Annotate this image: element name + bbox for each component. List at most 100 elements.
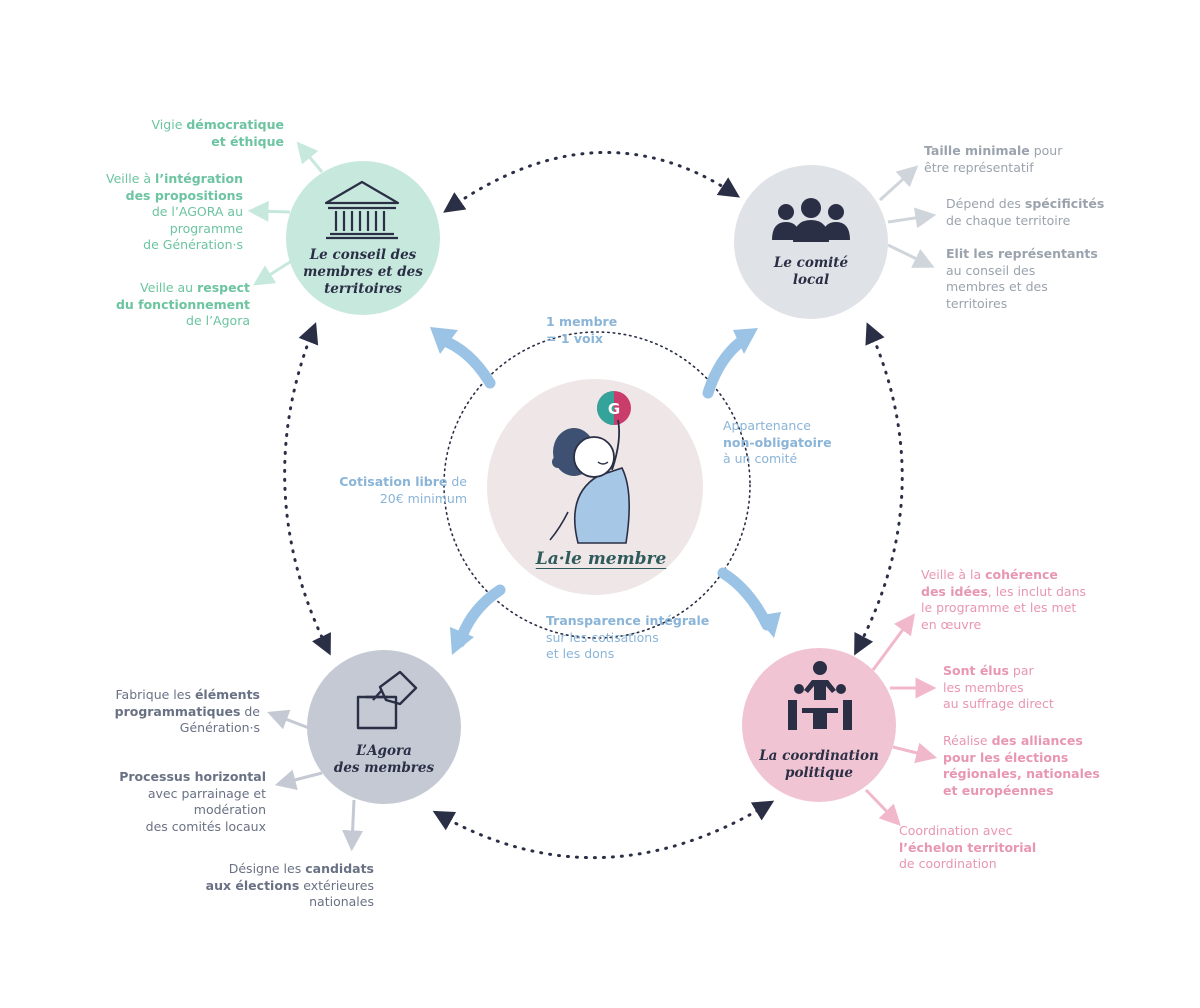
note-text-bold: non-obligatoire — [723, 434, 832, 450]
note-text: territoires — [946, 295, 1008, 311]
note-text-bold: candidats — [305, 861, 374, 876]
note-text: Dépend des — [946, 196, 1025, 211]
note-text-bold: Sont élus — [943, 663, 1009, 678]
note-text-bold: pour les élections — [943, 749, 1069, 765]
note-text-bold: démocratique — [186, 117, 284, 132]
note-text-bold: Cotisation libre — [339, 474, 448, 489]
note-text: le programme et les met — [921, 600, 1077, 615]
connector-agora-coordination — [432, 800, 775, 860]
note-text-bold: Transparence intégrale — [546, 613, 710, 628]
connector-conseil-agora — [283, 322, 331, 656]
agora-note-processus: Processus horizontal avec parrainage et … — [90, 769, 266, 835]
outer-connectors — [283, 151, 904, 860]
people-icon — [772, 198, 850, 242]
note-text: sur les cotisations — [546, 629, 659, 645]
note-text: Coordination avec — [899, 823, 1013, 838]
membre-note-vote: 1 membre = 1 voix — [546, 314, 666, 347]
connector-conseil-comite — [443, 151, 741, 213]
note-text: Veille à — [106, 171, 156, 186]
note-text: Fabrique les — [115, 687, 195, 702]
note-text-bold: programmatiques — [114, 703, 241, 719]
conseil-title: Le conseil des membres et des territoire… — [296, 247, 430, 298]
blue-arrow-conseil — [436, 334, 496, 389]
badge-letter: G — [608, 400, 620, 418]
note-text: nationales — [309, 894, 374, 909]
note-text-bold: régionales, nationales — [943, 766, 1100, 781]
note-text-bold: Processus horizontal — [119, 769, 266, 784]
note-text: Appartenance — [723, 418, 811, 433]
note-text: de — [447, 474, 467, 489]
note-text: par — [1008, 663, 1034, 678]
note-text-bold: l’échelon territorial — [899, 839, 1037, 855]
agora-note-designe: Désigne les candidats aux élections exté… — [170, 861, 374, 911]
note-text-bold: spécificités — [1024, 196, 1105, 211]
agora-title-line: des membres — [333, 760, 435, 776]
comite-note-elit: Elit les représentants au conseil des me… — [946, 246, 1146, 312]
coordination-note-alliances: Réalise des alliances pour les élections… — [943, 733, 1163, 799]
note-text: de chaque territoire — [946, 212, 1071, 228]
note-text: en œuvre — [921, 616, 982, 632]
note-text: de coordination — [899, 856, 997, 871]
note-text-bold: l’intégration — [155, 171, 243, 186]
membre-note-appartenance: Appartenance non-obligatoire à un comité — [723, 418, 863, 468]
membre-note-cotisation: Cotisation libre de 20€ minimum — [327, 474, 467, 507]
note-text: de — [240, 703, 260, 719]
blue-arrowhead-coordination — [756, 612, 781, 638]
note-text: Vigie — [151, 117, 187, 132]
note-text: Veille au — [140, 280, 198, 295]
comite-arrows — [878, 165, 937, 268]
agora-title: L’Agora des membres — [317, 743, 451, 777]
note-text-bold: respect — [197, 280, 250, 295]
note-text: Réalise — [943, 733, 992, 748]
note-text: au suffrage direct — [943, 696, 1054, 711]
note-text-bold: des propositions — [125, 187, 243, 203]
note-text: à un comité — [723, 451, 798, 466]
coordination-title: La coordination politique — [752, 748, 886, 782]
conseil-title-line: membres et des — [303, 264, 423, 280]
agora-title-line: L’Agora — [356, 743, 412, 759]
inner-dotted-ring — [443, 331, 751, 639]
note-text: être représentatif — [924, 159, 1034, 175]
note-text: Génération·s — [179, 720, 260, 735]
member-illustration — [549, 391, 631, 544]
membre-title: La·le membre — [535, 549, 667, 569]
note-text-bold: des alliances — [991, 733, 1083, 748]
note-text-bold: = 1 voix — [546, 330, 603, 346]
conseil-title-line: territoires — [324, 281, 402, 297]
note-text: au conseil des — [946, 262, 1036, 278]
note-text: , les inclut dans — [987, 583, 1087, 599]
coordination-note-coherence: Veille à la cohérence des idées, les inc… — [921, 567, 1141, 633]
note-text: 20€ minimum — [379, 490, 467, 506]
blue-arrowhead-comite — [733, 328, 758, 354]
note-text: membres et des — [946, 279, 1048, 294]
meeting-icon — [788, 661, 852, 730]
conseil-arrows — [247, 141, 324, 286]
membre-note-transparence: Transparence intégrale sur les cotisatio… — [546, 613, 736, 663]
note-text: avec parrainage et — [147, 785, 266, 801]
coordination-title-line: politique — [785, 765, 853, 781]
note-text-bold: et européennes — [943, 782, 1054, 798]
note-text: Désigne les — [228, 861, 306, 876]
agora-note-fabrique: Fabrique les éléments programmatiques de… — [80, 687, 260, 737]
ballot-box-icon — [356, 670, 418, 730]
note-text-bold: Taille minimale — [924, 143, 1030, 158]
note-text-bold: cohérence — [985, 567, 1058, 582]
comite-note-taille: Taille minimale pour être représentatif — [924, 143, 1124, 176]
note-text: et les dons — [546, 646, 615, 661]
blue-arrow-comite — [702, 332, 752, 399]
coordination-note-elus: Sont élus par les membres au suffrage di… — [943, 663, 1143, 713]
note-text-bold: du fonctionnement — [115, 296, 250, 312]
conseil-note-vigie: Vigie démocratique et éthique — [120, 117, 284, 150]
comite-title-line: local — [792, 272, 830, 288]
coordination-arrows — [864, 613, 938, 827]
blue-arrowhead-agora — [450, 627, 474, 655]
coordination-title-line: La coordination — [759, 748, 879, 764]
conseil-note-respect: Veille au respect du fonctionnement de l… — [90, 280, 250, 330]
agora-arrows — [267, 709, 364, 852]
note-text-bold: aux élections — [205, 877, 300, 893]
note-text-bold: et éthique — [211, 133, 284, 149]
note-text: des comités locaux — [145, 818, 266, 834]
note-text: de l’AGORA au — [151, 204, 243, 219]
coordination-note-echelon: Coordination avec l’échelon territorial … — [899, 823, 1119, 873]
conseil-title-line: Le conseil des — [309, 247, 417, 263]
